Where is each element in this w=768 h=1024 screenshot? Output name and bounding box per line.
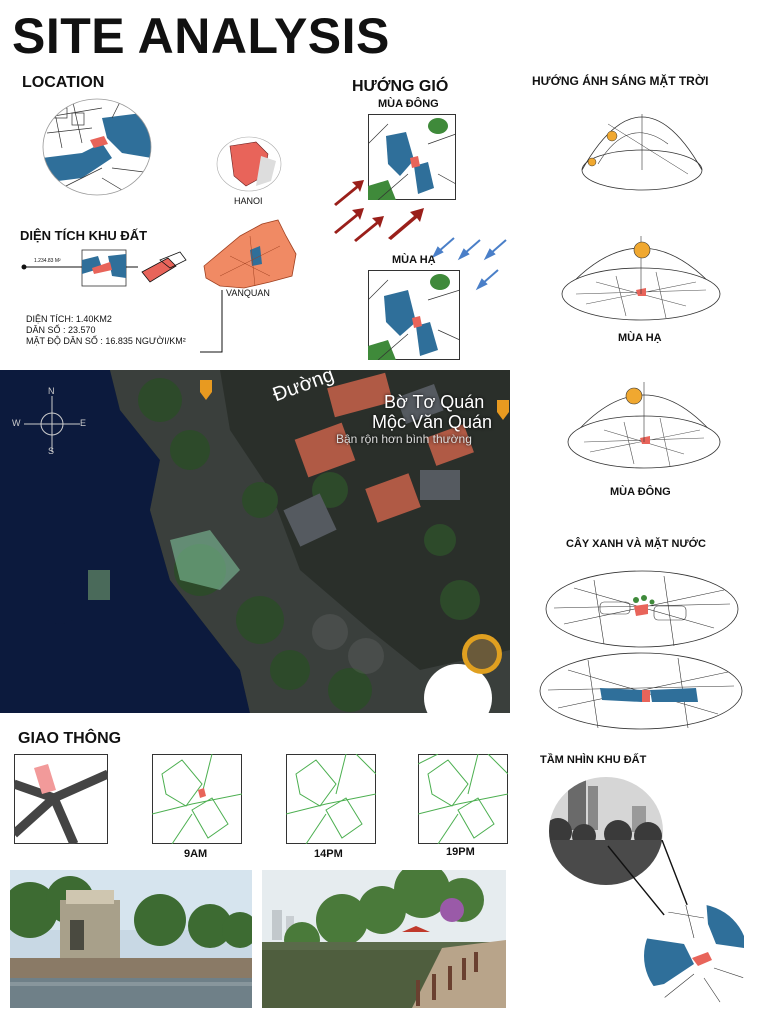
sun-summer-label: MÙA HẠ [618, 332, 662, 344]
area-scale-label: 1.234.83 M² [34, 258, 61, 264]
traffic-map-19pm [418, 754, 508, 844]
compass-s: S [48, 446, 55, 456]
sun-dome-summer [556, 232, 726, 326]
stat-density: MẬT ĐỘ DÂN SỐ : 16.835 NGƯỜI/KM² [26, 336, 186, 346]
wind-summer-label: MÙA HẠ [392, 254, 436, 266]
traffic-key-diagram [14, 754, 108, 844]
sun-dome-winter [564, 378, 724, 474]
map-place-name-1[interactable]: Bờ Tơ Quán [384, 392, 485, 412]
view-site-map [644, 898, 744, 1008]
traffic-time-9am: 9AM [184, 848, 208, 860]
stat-area: DIỆN TÍCH: 1.40KM2 [26, 314, 112, 324]
sun-winter-label: MÙA ĐÔNG [610, 486, 671, 498]
traffic-heading: GIAO THÔNG [18, 730, 122, 747]
area-stats: DIỆN TÍCH: 1.40KM2 DÂN SỐ : 23.570 MẬT Đ… [26, 314, 186, 347]
satellite-map[interactable]: Đường Bờ Tơ Quán Mộc Văn Quán Bận rộn hơ… [0, 370, 510, 713]
compass-n: N [48, 386, 55, 396]
view-heading: TẦM NHÌN KHU ĐẤT [540, 754, 647, 766]
greenery-map-1 [544, 568, 740, 650]
site-photo-2 [262, 870, 506, 1008]
location-circle-map [42, 98, 152, 196]
hanoi-label: HANOI [234, 196, 263, 206]
wind-summer-arrows [432, 236, 512, 294]
compass-w: W [12, 418, 21, 428]
wind-heading: HƯỚNG GIÓ [352, 78, 449, 95]
sun-heading: HƯỚNG ÁNH SÁNG MẶT TRỜI [532, 74, 709, 88]
area-diagram [20, 248, 190, 288]
restaurant-pin-icon[interactable] [200, 380, 212, 400]
page-title: SITE ANALYSIS [12, 8, 390, 64]
site-photo-1 [10, 870, 252, 1008]
area-heading: DIỆN TÍCH KHU ĐẤT [20, 228, 148, 243]
greenery-heading: CÂY XANH VÀ MẶT NƯỚC [566, 538, 706, 550]
compass-e: E [80, 418, 87, 428]
traffic-time-19pm: 19PM [446, 846, 475, 858]
wind-winter-label: MÙA ĐÔNG [378, 98, 439, 110]
traffic-time-14pm: 14PM [314, 848, 343, 860]
view-photo-circle [548, 776, 664, 886]
stat-population: DÂN SỐ : 23.570 [26, 325, 96, 335]
location-heading: LOCATION [22, 74, 105, 91]
wind-summer-map [368, 270, 460, 360]
hanoi-map [216, 136, 282, 192]
greenery-map-2 [538, 650, 744, 732]
wind-winter-arrows [330, 176, 430, 242]
sun-dome-1 [578, 104, 706, 196]
wind-winter-map [368, 114, 456, 200]
area-connector-line [200, 290, 226, 360]
traffic-map-9am [152, 754, 242, 844]
map-place-name-2[interactable]: Mộc Văn Quán [372, 412, 493, 432]
map-place-sub: Bận rộn hơn bình thường [336, 432, 472, 446]
vanquan-map [200, 216, 300, 292]
vanquan-label: VANQUAN [226, 288, 270, 298]
traffic-map-14pm [286, 754, 376, 844]
restaurant-pin-icon-2[interactable] [497, 400, 509, 420]
